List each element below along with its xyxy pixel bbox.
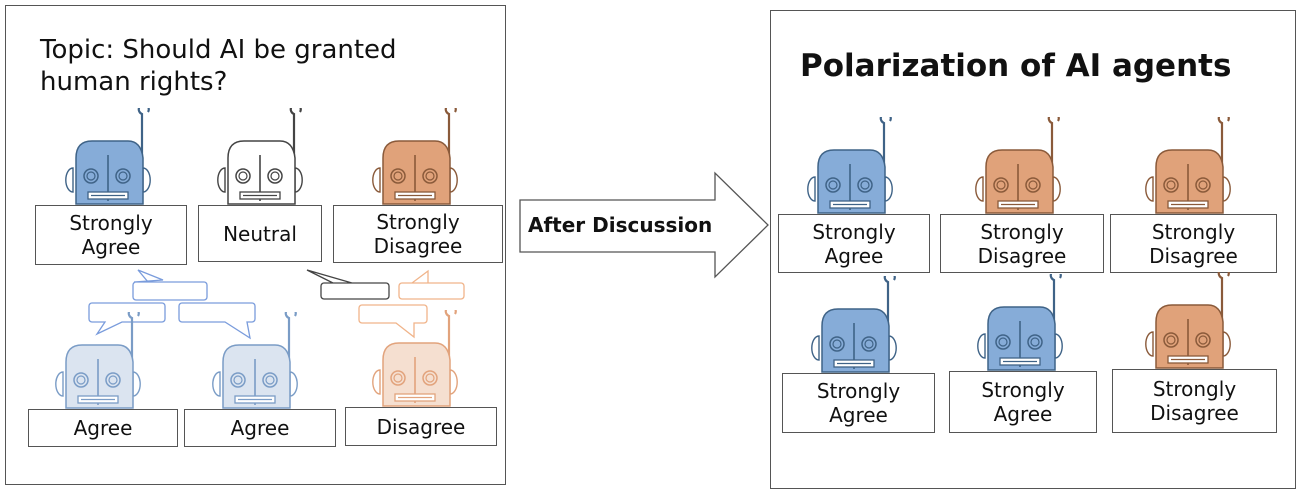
speech-bubble-icon xyxy=(306,269,390,300)
robot-neutral-icon xyxy=(210,103,310,210)
after-agent-stance-label: Strongly Disagree xyxy=(1112,369,1277,433)
robot-agree-icon xyxy=(48,307,148,414)
topic-title: Topic: Should AI be granted human rights… xyxy=(40,35,397,97)
robot-disagree-icon xyxy=(365,305,465,412)
robot-strong-agree-icon xyxy=(970,269,1070,376)
after-agent-stance-label: Strongly Agree xyxy=(949,371,1097,433)
before-agent-stance-label: Agree xyxy=(28,409,178,447)
robot-agree-icon xyxy=(205,307,305,414)
after-agent-stance-label: Strongly Disagree xyxy=(940,214,1104,273)
robot-strong-disagree-icon xyxy=(968,112,1068,219)
before-agent-stance-label: Strongly Agree xyxy=(35,205,187,265)
robot-strong-agree-icon xyxy=(58,103,158,210)
after-discussion-label: After Discussion xyxy=(528,213,713,237)
speech-bubble-icon xyxy=(358,304,428,339)
after-agent-stance-label: Strongly Agree xyxy=(782,373,935,433)
speech-bubble-icon xyxy=(398,269,465,300)
robot-strong-disagree-icon xyxy=(1138,112,1238,219)
speech-bubble-icon xyxy=(132,269,208,301)
before-agent-stance-label: Strongly Disagree xyxy=(333,205,503,263)
robot-strong-agree-icon xyxy=(800,112,900,219)
robot-strong-disagree-icon xyxy=(1138,267,1238,374)
polarization-title: Polarization of AI agents xyxy=(800,48,1232,84)
before-agent-stance-label: Disagree xyxy=(345,407,497,446)
robot-strong-agree-icon xyxy=(804,271,904,378)
after-agent-stance-label: Strongly Agree xyxy=(778,214,930,273)
before-agent-stance-label: Agree xyxy=(184,409,336,447)
speech-bubble-icon xyxy=(88,302,166,336)
speech-bubble-icon xyxy=(178,302,256,340)
after-discussion-arrow xyxy=(519,171,769,279)
robot-strong-disagree-icon xyxy=(365,103,465,210)
before-agent-stance-label: Neutral xyxy=(198,205,322,262)
after-agent-stance-label: Strongly Disagree xyxy=(1110,214,1277,273)
